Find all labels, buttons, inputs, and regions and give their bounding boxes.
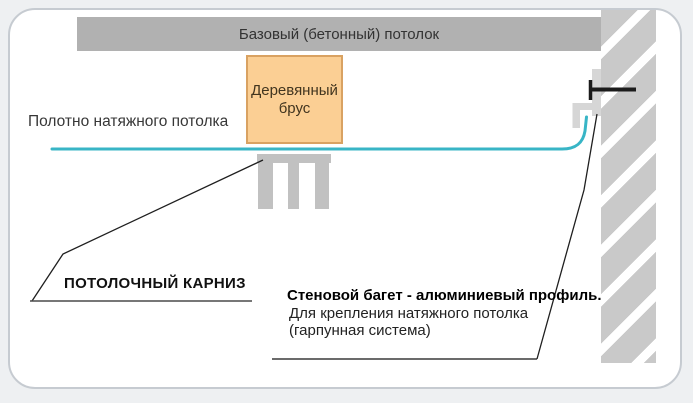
cornice-top-bar	[257, 154, 331, 163]
wall-hatched-column	[601, 10, 656, 363]
cornice-leg-middle	[288, 162, 299, 209]
wooden-beam-box: Деревянный брус	[246, 55, 343, 144]
base-ceiling-bar: Базовый (бетонный) потолок	[77, 17, 601, 51]
cornice-label: ПОТОЛОЧНЫЙ КАРНИЗ	[64, 275, 246, 292]
base-ceiling-label: Базовый (бетонный) потолок	[238, 25, 440, 43]
cornice-leg-right	[315, 162, 329, 209]
wooden-beam-label-line2: брус	[278, 99, 311, 117]
cornice-leg-left	[258, 162, 273, 209]
fabric-label: Полотно натяжного потолка	[28, 113, 229, 130]
baguette-label-line3: (гарпунная система)	[289, 322, 431, 339]
baguette-label-block: Стеновой багет - алюминиевый профиль. Дл…	[287, 287, 602, 340]
baguette-label-title: Стеновой багет - алюминиевый профиль.	[287, 287, 602, 304]
wooden-beam-label-line1: Деревянный	[251, 81, 338, 99]
baguette-label-line2: Для крепления натяжного потолка	[289, 304, 529, 322]
